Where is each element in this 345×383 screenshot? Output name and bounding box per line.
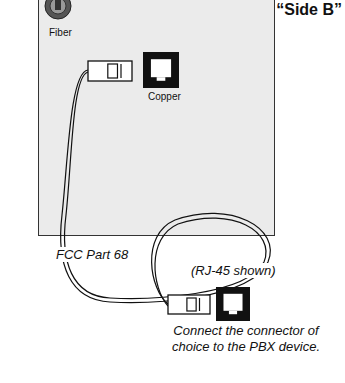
note-label: (RJ-45 shown) xyxy=(190,263,277,278)
side-title: “Side B” xyxy=(276,1,342,19)
port-label: Copper xyxy=(147,91,182,102)
fiber-connector xyxy=(55,0,61,10)
fiber-connector xyxy=(50,0,66,14)
fiber-connector xyxy=(45,0,71,19)
rj45-plug xyxy=(108,64,118,78)
rj45-plug xyxy=(168,295,210,314)
port-label: Fiber xyxy=(48,27,73,38)
rj45-jack xyxy=(216,287,250,321)
instruction-note: Connect the connector of choice to the P… xyxy=(160,323,332,355)
rj45-plug xyxy=(187,298,196,311)
rj45-jack xyxy=(143,52,179,88)
rj45-plug xyxy=(88,61,132,81)
rj45-jack xyxy=(223,294,242,311)
rj45-plug xyxy=(120,64,121,78)
rj45-jack xyxy=(229,311,237,314)
rj45-jack xyxy=(157,77,166,81)
rj45-plug xyxy=(199,298,200,311)
note-label: FCC Part 68 xyxy=(55,247,129,262)
rj45-jack xyxy=(151,59,171,77)
